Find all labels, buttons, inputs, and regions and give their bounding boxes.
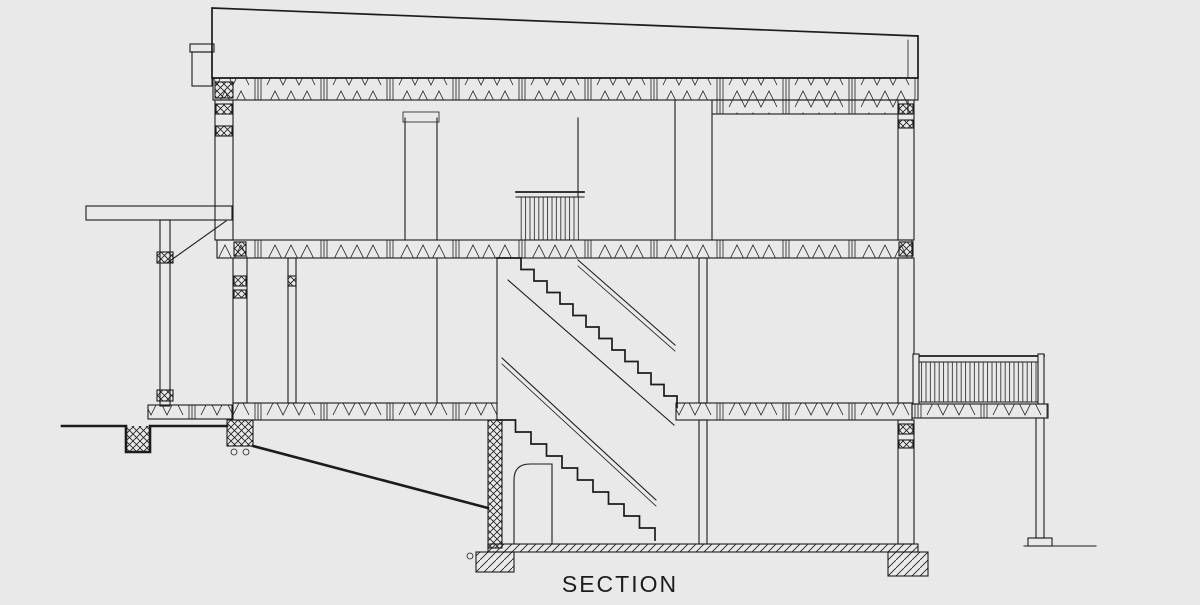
upper-right-wall xyxy=(897,99,915,241)
wall-blocking xyxy=(287,275,297,287)
stair-handrail xyxy=(501,363,657,507)
deck-post-pad xyxy=(1027,537,1053,547)
partition xyxy=(698,257,708,404)
foundation xyxy=(466,419,929,577)
basement-partition xyxy=(698,419,708,545)
footing-right xyxy=(887,551,929,577)
stair-steps xyxy=(496,257,678,409)
wall-blocking xyxy=(898,119,914,129)
wall-blocking xyxy=(215,103,233,115)
stair-handrail xyxy=(577,259,676,346)
porch-post xyxy=(159,219,171,407)
wall-blocking xyxy=(898,423,914,435)
stair-balustrade xyxy=(515,191,585,240)
deck-post xyxy=(1035,417,1045,539)
drain-pipe xyxy=(466,552,474,560)
drain-pipe xyxy=(242,448,250,456)
mid-right-wall xyxy=(897,257,915,404)
wall-blocking xyxy=(898,439,914,449)
floor-bands xyxy=(212,77,919,421)
wall-blocking xyxy=(233,241,247,257)
drain-pipe xyxy=(230,448,238,456)
upper-left-wall xyxy=(214,99,234,241)
deck-balusters xyxy=(916,362,1044,402)
post-connection xyxy=(156,251,174,264)
roof-outline xyxy=(211,7,919,79)
second-floor-band xyxy=(216,239,913,259)
roof-eave-block-left xyxy=(191,51,213,87)
porch-knee-brace xyxy=(166,220,227,264)
grade-slope xyxy=(251,444,490,510)
porch-floor-band xyxy=(147,404,233,420)
wall-blocking xyxy=(898,103,914,115)
stair-handrail xyxy=(577,265,676,352)
wall-blocking xyxy=(214,81,234,99)
roof-eave-cap-left xyxy=(189,43,215,53)
wall-blocking xyxy=(233,289,247,299)
grade xyxy=(60,419,490,510)
stair-handrail xyxy=(501,357,657,501)
wall-blocking xyxy=(233,275,247,287)
deck xyxy=(911,353,1097,547)
stair-stringer xyxy=(507,279,675,426)
mid-left-wall xyxy=(232,257,248,404)
roof xyxy=(189,7,919,87)
porch xyxy=(85,205,233,420)
partition-post xyxy=(287,257,297,404)
basement-slab xyxy=(487,543,919,553)
stair-steps xyxy=(496,419,656,541)
lower-right-wall xyxy=(897,419,915,545)
wall-footing xyxy=(226,419,254,447)
door-header xyxy=(402,111,440,123)
balusters xyxy=(518,197,582,240)
deck-floor-band xyxy=(911,403,1049,419)
deck-rail-post xyxy=(1037,353,1045,405)
porch-roof xyxy=(85,205,233,221)
ceiling-joist-band xyxy=(212,77,919,101)
footing-left xyxy=(475,551,515,573)
post-connection xyxy=(156,389,174,402)
upper-stair-flight xyxy=(496,257,678,426)
wall-blocking xyxy=(898,241,914,257)
main-floor-band-left xyxy=(232,402,498,421)
staircase xyxy=(496,191,678,541)
main-floor-band-right xyxy=(675,402,913,421)
exterior-walls xyxy=(214,81,915,545)
lower-stair-flight xyxy=(496,357,657,541)
drawing-caption: SECTION xyxy=(562,571,678,597)
dropped-ceiling-band-right xyxy=(711,99,909,115)
wall-blocking xyxy=(215,125,233,137)
basement-door xyxy=(513,463,553,545)
foundation-wall-left xyxy=(487,419,503,549)
deck-rail-post xyxy=(912,353,920,405)
porch-step-footing xyxy=(126,426,150,452)
